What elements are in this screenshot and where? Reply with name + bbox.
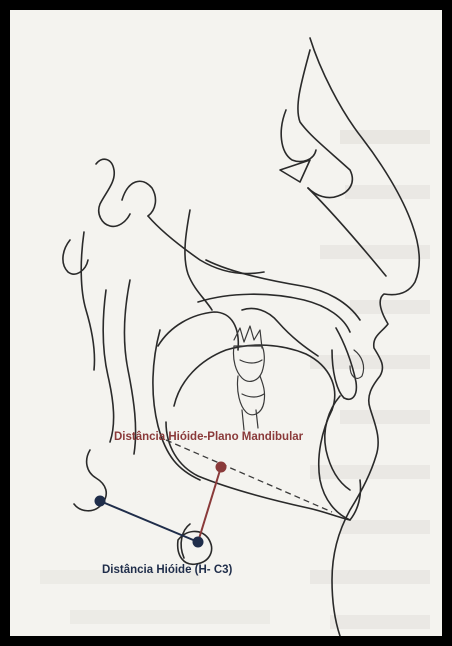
c3-point [95, 496, 106, 507]
mandibular-plane-point [216, 462, 227, 473]
nasal-cartilage-tracing [308, 188, 386, 276]
posterior-pharynx-tracing [124, 280, 135, 454]
soft-tissue-profile [310, 38, 419, 636]
clivus-tracing [148, 216, 264, 274]
hyoid-point [193, 537, 204, 548]
palatal-plane-tracing [206, 260, 360, 320]
nasal-tip-tracing [280, 160, 310, 182]
pterygoid-tracing [185, 210, 212, 310]
epiglottis-tracing [181, 524, 190, 558]
background-bleed-through [40, 130, 430, 629]
cervical-spine-outline [103, 290, 113, 442]
label-hyoid-mandibular-plane: Distância Hióide-Plano Mandibular [114, 431, 304, 443]
mastoid-tracing [81, 232, 94, 370]
nasal-bone-tracing [298, 50, 352, 198]
occipital-tracing [63, 240, 88, 274]
label-hyoid-c3: Distância Hióide (H- C3) [102, 564, 233, 576]
coronoid-tracing [242, 309, 318, 357]
cephalometric-tracing-sheet: Distância Hióide-Plano Mandibular Distân… [10, 10, 442, 636]
cephalometric-diagram: Distância Hióide-Plano Mandibular Distân… [10, 10, 442, 636]
sigmoid-notch-tracing [158, 312, 238, 350]
inner-mandible-tracing [174, 345, 335, 410]
hyoid-c3-distance-line [100, 501, 198, 542]
sella-tracing [122, 181, 155, 216]
